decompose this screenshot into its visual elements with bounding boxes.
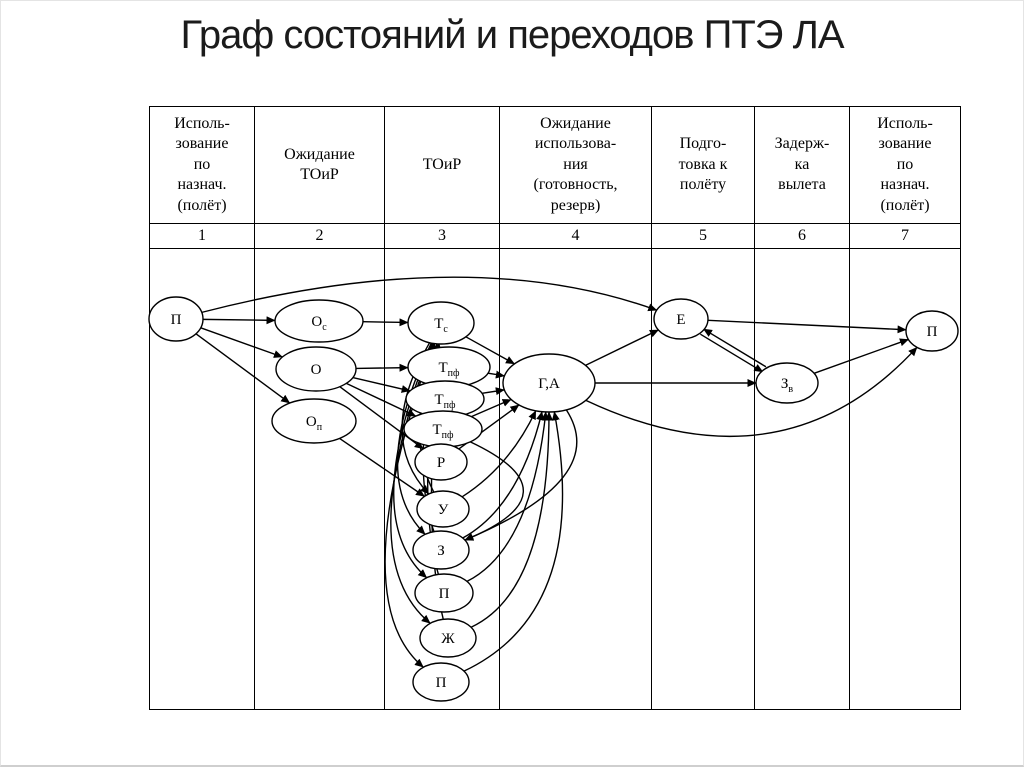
- column-header-5: Подго- товка к полёту: [652, 107, 755, 224]
- column-number-4: 4: [500, 224, 652, 249]
- column-body-3: [385, 249, 500, 709]
- column-header-6: Задерж- ка вылета: [755, 107, 850, 224]
- state-table: Исполь- зование по назнач. (полёт)Ожидан…: [149, 106, 961, 710]
- column-header-3: ТОиР: [385, 107, 500, 224]
- column-number-5: 5: [652, 224, 755, 249]
- slide-title: Граф состояний и переходов ПТЭ ЛА: [180, 13, 844, 57]
- column-body-1: [150, 249, 255, 709]
- column-header-2: Ожидание ТОиР: [255, 107, 385, 224]
- column-number-1: 1: [150, 224, 255, 249]
- column-header-7: Исполь- зование по назнач. (полёт): [850, 107, 960, 224]
- column-number-6: 6: [755, 224, 850, 249]
- column-body-7: [850, 249, 960, 709]
- column-number-7: 7: [850, 224, 960, 249]
- column-body-5: [652, 249, 755, 709]
- column-body-6: [755, 249, 850, 709]
- column-header-4: Ожидание использова- ния (готовность, ре…: [500, 107, 652, 224]
- column-header-1: Исполь- зование по назнач. (полёт): [150, 107, 255, 224]
- column-body-2: [255, 249, 385, 709]
- column-body-4: [500, 249, 652, 709]
- column-number-3: 3: [385, 224, 500, 249]
- column-number-2: 2: [255, 224, 385, 249]
